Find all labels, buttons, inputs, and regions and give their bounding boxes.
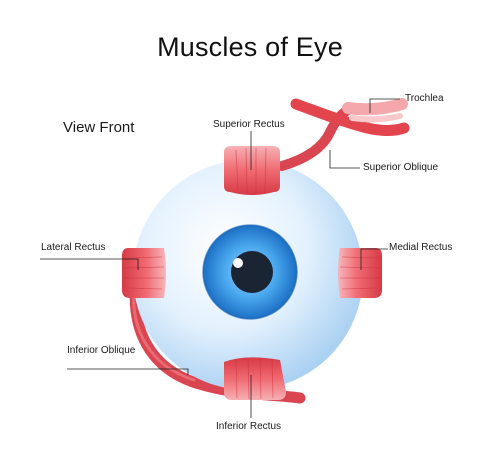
diagram-title: Muscles of Eye	[157, 32, 343, 62]
trochlea-loop	[342, 98, 408, 116]
view-label: View Front	[63, 119, 135, 136]
inferior-oblique-highlight	[132, 288, 196, 382]
pupil	[231, 251, 273, 293]
inferior-oblique-leader	[67, 368, 189, 375]
trochlea-leader	[369, 98, 400, 113]
medial-rectus-muscle	[338, 248, 382, 298]
superior-rectus-muscle	[224, 146, 280, 195]
label-lateral-rectus: Lateral Rectus	[41, 242, 106, 253]
pupil-highlight	[233, 258, 243, 268]
trochlea-loop-inner	[349, 113, 403, 123]
lateral-rectus-leader	[40, 258, 139, 270]
superior-rectus-fibers	[235, 147, 267, 194]
label-superior-rectus: Superior Rectus	[213, 119, 285, 130]
leader-lines	[40, 98, 400, 418]
label-inferior-rectus: Inferior Rectus	[216, 421, 282, 432]
medial-rectus-fibers	[339, 256, 381, 290]
lateral-rectus-muscle	[122, 248, 166, 298]
label-superior-oblique: Superior Oblique	[363, 162, 439, 173]
inferior-rectus-fibers	[235, 357, 274, 400]
inferior-rectus-muscle	[224, 357, 286, 400]
medial-rectus-leader	[360, 248, 388, 270]
iris-ring	[202, 224, 298, 320]
label-medial-rectus: Medial Rectus	[389, 242, 453, 253]
superior-oblique-leader	[329, 150, 360, 169]
lateral-rectus-fibers	[123, 256, 165, 290]
label-trochlea: Trochlea	[405, 93, 444, 104]
label-inferior-oblique: Inferior Oblique	[67, 345, 136, 356]
superior-oblique-muscle	[290, 98, 410, 136]
